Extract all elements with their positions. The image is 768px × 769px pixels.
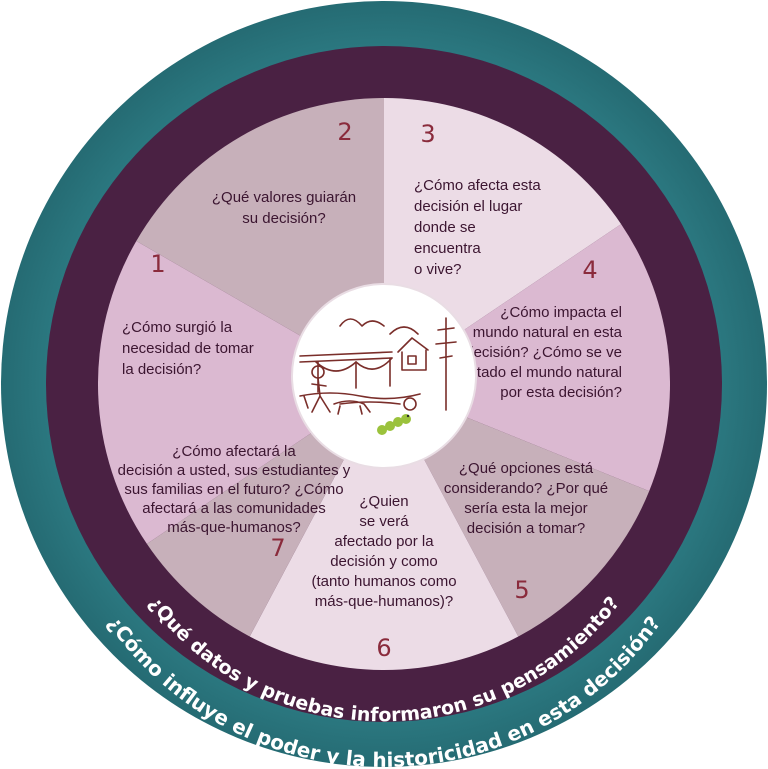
segment-4-number: 4 xyxy=(582,256,597,284)
segment-4-question-line: decisión? ¿Cómo se ve xyxy=(465,344,622,361)
segment-3-question-line: donde se xyxy=(414,219,476,236)
segment-3-question-line: ¿Cómo afecta esta xyxy=(414,177,541,194)
segment-5-number: 5 xyxy=(514,576,529,604)
segment-3-number: 3 xyxy=(420,120,435,148)
segment-2-question-line: ¿Qué valores guiarán xyxy=(212,189,356,206)
field-trip-sketch-icon xyxy=(299,317,457,415)
segment-7-question-line: ¿Cómo afectará la xyxy=(172,443,296,460)
segment-1-wedge xyxy=(97,241,384,544)
segment-4-question-line: por esta decisión? xyxy=(500,384,622,401)
segment-6-question-line: afectado por la xyxy=(334,533,434,550)
segment-2-number: 2 xyxy=(337,118,352,146)
segment-1-question-line: la decisión? xyxy=(122,361,201,378)
segment-7-question-line: más-que-humanos? xyxy=(167,519,300,536)
segment-2-question-line: su decisión? xyxy=(242,210,325,227)
segment-6-question-line: se verá xyxy=(359,513,409,530)
segment-7-question-line: decisión a usted, sus estudiantes y xyxy=(118,462,351,479)
segment-7-question-line: sus familias en el futuro? ¿Cómo xyxy=(124,481,343,498)
segment-5-question-line: sería esta la mejor xyxy=(464,500,587,517)
caterpillar-icon xyxy=(377,414,411,435)
segment-4-question-line: afectado el mundo natural xyxy=(449,364,622,381)
center-disc xyxy=(291,283,477,469)
segment-6-question-line: ¿Quien xyxy=(359,493,408,510)
segment-5-question: ¿Qué opciones está considerando? ¿Por qué… xyxy=(444,460,608,537)
segment-5-wedge xyxy=(384,384,650,637)
segment-4-question-line: mundo natural en esta xyxy=(473,324,623,341)
segment-5-question-line: decisión a tomar? xyxy=(467,520,585,537)
segment-6-question-line: decisión y como xyxy=(330,553,438,570)
segment-2-question: ¿Qué valores guiarán su decisión? xyxy=(212,189,356,227)
segment-6-wedge xyxy=(249,384,519,670)
segment-7-number: 7 xyxy=(270,534,285,562)
segment-6-question-line: (tanto humanos como xyxy=(311,573,456,590)
center-illustration xyxy=(291,283,477,469)
segment-1-number: 1 xyxy=(150,250,165,278)
segment-5-question-line: considerando? ¿Por qué xyxy=(444,480,608,497)
segment-3-question-line: encuentra xyxy=(414,240,481,257)
segment-7-question: ¿Cómo afectará la decisión a usted, sus e… xyxy=(118,443,351,536)
segment-1-question: ¿Cómo surgió la necesidad de tomar la deci… xyxy=(122,319,254,378)
segment-3-question: ¿Cómo afecta esta decisión el lugar donde … xyxy=(414,177,541,278)
segment-4-wedge xyxy=(384,224,670,492)
segment-1-question-line: ¿Cómo surgió la xyxy=(122,319,233,336)
segment-6-question: ¿Quien se verá afectado por la decisión y c… xyxy=(311,493,456,610)
segment-5-question-line: ¿Qué opciones está xyxy=(459,460,594,477)
segment-6-number: 6 xyxy=(376,634,391,662)
segment-6-question-line: más-que-humanos)? xyxy=(315,593,453,610)
segment-1-question-line: necesidad de tomar xyxy=(122,340,254,357)
segment-3-question-line: decisión el lugar xyxy=(414,198,522,215)
segment-4-question-line: ¿Cómo impacta el xyxy=(500,304,622,321)
segment-3-question-line: o vive? xyxy=(414,261,462,278)
segment-7-question-line: afectará a las comunidades xyxy=(142,500,325,517)
segment-4-question: ¿Cómo impacta el mundo natural en esta dec… xyxy=(449,304,623,401)
